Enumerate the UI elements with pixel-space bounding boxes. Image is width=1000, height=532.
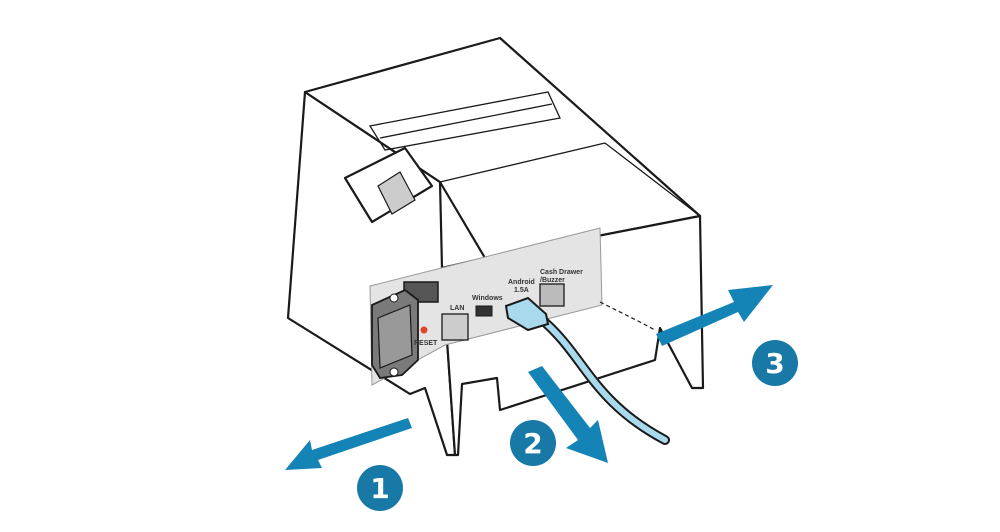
svg-text:3: 3 (765, 347, 784, 380)
step-badge-3: 3 (752, 340, 798, 386)
label-android: Android (508, 279, 535, 286)
label-android-current: 1.5A (514, 287, 529, 294)
arrow-step-3 (656, 285, 773, 346)
label-lan: LAN (450, 305, 464, 312)
step-badge-2: 2 (510, 420, 556, 466)
arrow-step-2 (528, 366, 608, 463)
svg-text:1: 1 (370, 472, 389, 505)
label-buzzer: /Buzzer (540, 277, 565, 284)
label-cash-drawer: Cash Drawer (540, 269, 583, 276)
lan-port (441, 313, 469, 341)
svg-text:2: 2 (523, 427, 542, 460)
label-reset: RESET (414, 340, 438, 347)
windows-usb-port (475, 305, 493, 317)
reset-button (420, 326, 428, 334)
label-windows: Windows (472, 295, 503, 302)
printer-body (286, 36, 705, 457)
arrow-step-1 (285, 418, 412, 470)
step-badge-1: 1 (357, 465, 403, 511)
usb-cable (504, 296, 670, 445)
usb-plug (504, 296, 550, 332)
cash-drawer-port (539, 283, 565, 307)
